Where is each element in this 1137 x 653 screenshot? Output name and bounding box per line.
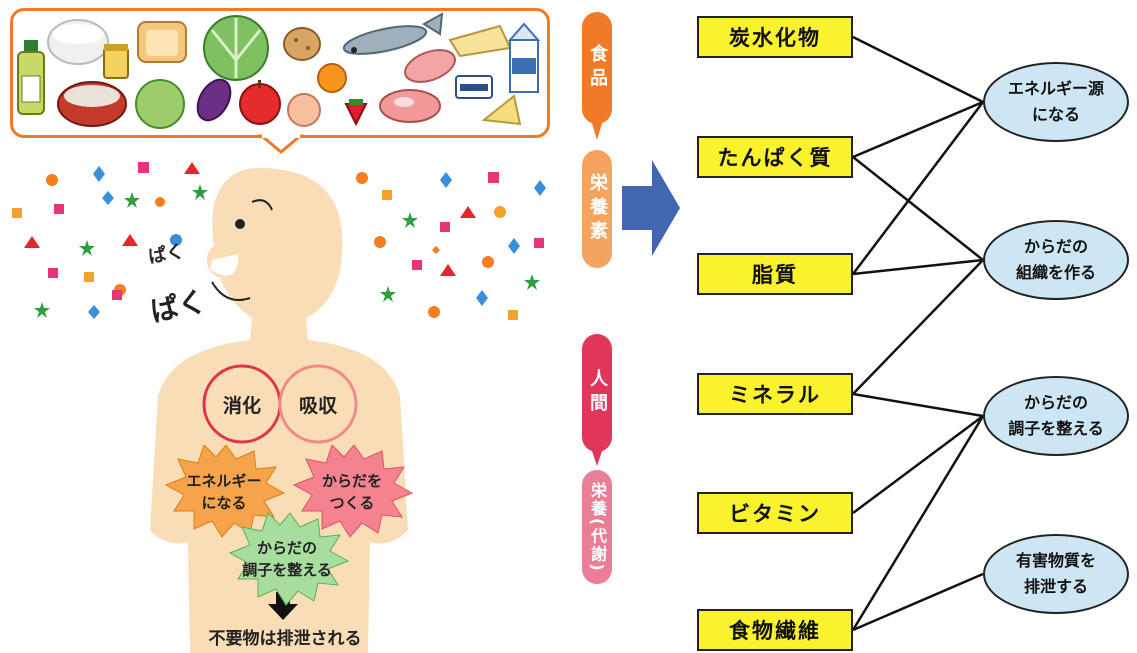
function-energy: エネルギー源 になる xyxy=(983,62,1129,142)
energy-burst xyxy=(164,445,286,538)
nutrient-box-fiber: 食物繊維 xyxy=(697,609,853,651)
function-excrete: 有害物質を 排泄する xyxy=(983,534,1129,614)
eyebrow xyxy=(251,199,273,211)
connection-line xyxy=(852,414,984,515)
rice-bowl-icon xyxy=(47,19,109,65)
pill-arrow-human xyxy=(591,448,603,466)
connection-line xyxy=(851,415,985,631)
nutrient-box-carbohydrate: 炭水化物 xyxy=(697,16,853,58)
peach-icon xyxy=(287,93,321,127)
connection-line xyxy=(852,572,984,632)
function-bursts xyxy=(164,445,414,606)
nutrient-box-mineral: ミネラル xyxy=(697,373,853,415)
meat-icon xyxy=(404,49,456,83)
fish-icon xyxy=(342,12,444,55)
eye xyxy=(235,219,245,229)
digestion-absorption-circles xyxy=(202,364,358,444)
jar-icon xyxy=(103,44,129,79)
milk-carton-icon xyxy=(507,22,541,93)
nutrient-box-protein: たんぱく質 xyxy=(697,136,853,178)
pill-food: 食品 xyxy=(582,12,612,124)
nutrient-confetti xyxy=(12,162,546,320)
mouth xyxy=(210,254,239,276)
rice-bowl-icon xyxy=(57,81,127,127)
function-body-tissue: からだの 組織を作る xyxy=(983,220,1129,300)
connection-line xyxy=(852,392,984,418)
connection-line xyxy=(852,156,984,261)
flow-arrow-icon xyxy=(622,160,680,256)
regulate-burst-label: からだの 調子を整える xyxy=(242,539,332,579)
absorption-label: 吸収 xyxy=(298,395,337,417)
build-body-burst xyxy=(292,445,414,538)
absorption-circle xyxy=(278,364,358,444)
connection-line xyxy=(852,100,984,159)
potato-icon xyxy=(283,27,321,61)
pill-human: 人間 xyxy=(582,334,612,452)
nutrient-box-fat: 脂質 xyxy=(697,253,853,295)
connection-line xyxy=(852,101,984,275)
pill-nutrition: 栄養(代謝) xyxy=(582,470,612,584)
cabbage-icon xyxy=(203,15,269,81)
connection-line xyxy=(852,35,984,104)
oil-bottle-icon xyxy=(17,40,45,115)
confetti-left xyxy=(12,162,208,319)
energy-burst-label: エネルギー になる xyxy=(186,472,262,512)
nutrient-box-vitamin: ビタミン xyxy=(697,492,853,534)
excretion-caption: 不要物は排泄される xyxy=(208,629,362,649)
build-body-burst-label: からだを つくる xyxy=(321,472,382,512)
eggplant-icon xyxy=(196,78,232,122)
apple-icon xyxy=(239,80,281,125)
function-regulate: からだの 調子を整える xyxy=(983,376,1129,456)
regulate-burst xyxy=(228,512,350,606)
confetti-right xyxy=(356,172,546,320)
yogurt-icon xyxy=(455,75,493,99)
connection-line xyxy=(852,259,984,395)
pill-nutrient: 栄養素 xyxy=(582,150,612,268)
connection-line xyxy=(852,258,984,276)
digestion-label: 消化 xyxy=(222,395,261,417)
bread-icon xyxy=(137,21,187,63)
cheese-icon xyxy=(481,94,522,126)
meat-icon xyxy=(379,89,441,123)
strawberry-icon xyxy=(344,99,368,127)
orange-icon xyxy=(317,63,347,93)
food-illustrations xyxy=(17,12,541,154)
lettuce-icon xyxy=(135,79,185,129)
pill-arrow-food xyxy=(591,120,603,140)
